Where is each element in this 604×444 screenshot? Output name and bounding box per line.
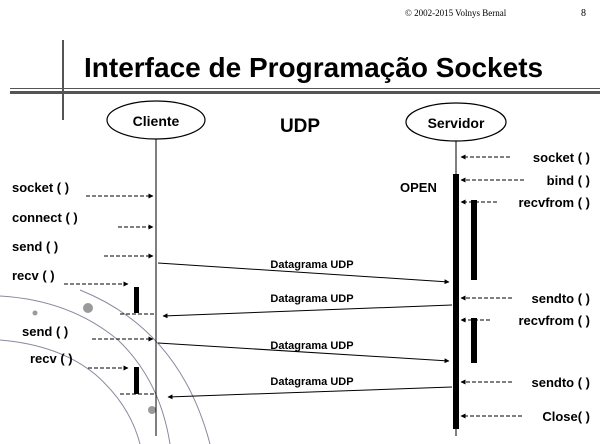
message-label-4: Datagrama UDP [270,376,353,388]
title-rule-thick [10,91,600,94]
message-arrow-1 [157,262,450,285]
protocol-label: UDP [280,116,320,137]
server-call-socket: socket ( ) [533,150,590,165]
datagram-messages: Datagrama UDP Datagrama UDP Datagrama UD… [157,259,453,400]
message-arrow-3 [157,342,450,364]
client-call-recv: recv ( ) [12,268,55,283]
server-open-state: OPEN [400,180,437,195]
client-call-connect: connect ( ) [12,210,78,225]
server-call-sendto-2: sendto ( ) [532,375,591,390]
title-rule-thin [10,88,600,89]
title-vertical-bar [62,40,64,120]
server-call-recvfrom-2: recvfrom ( ) [518,313,590,328]
message-label-2: Datagrama UDP [270,293,353,305]
decor-dot [148,406,156,414]
server-recvfrom-bar-2 [471,318,477,363]
server-call-recvfrom: recvfrom ( ) [518,195,590,210]
message-label-1: Datagrama UDP [270,259,353,271]
client-actor-label: Cliente [133,113,180,129]
page-number: 8 [581,8,586,19]
message-arrow-4 [167,386,453,400]
server-call-bind: bind ( ) [547,173,590,188]
client-calls: socket ( ) connect ( ) send ( ) recv ( )… [12,180,156,395]
client-recv-bar-1 [134,287,139,313]
client-call-send: send ( ) [12,239,58,254]
client-call-socket: socket ( ) [12,180,69,195]
slide-title: Interface de Programação Sockets [84,52,544,83]
server-recvfrom-bar-1 [471,200,477,280]
message-arrow-2 [162,304,453,319]
message-label-3: Datagrama UDP [270,340,353,352]
server-calls: socket ( ) bind ( ) recvfrom ( ) sendto … [460,150,591,424]
server-actor-label: Servidor [428,115,485,131]
server-activation-bar [453,174,459,429]
client-call-send-2: send ( ) [22,324,68,339]
client-call-recv-2: recv ( ) [30,351,73,366]
copyright-text: © 2002-2015 Volnys Bernal [405,8,507,18]
client-recv-bar-2 [134,367,139,394]
decorative-arcs [0,289,211,444]
decor-dot [32,310,38,316]
decor-dot [83,303,93,313]
server-call-sendto: sendto ( ) [532,291,591,306]
server-call-close: Close( ) [542,409,590,424]
